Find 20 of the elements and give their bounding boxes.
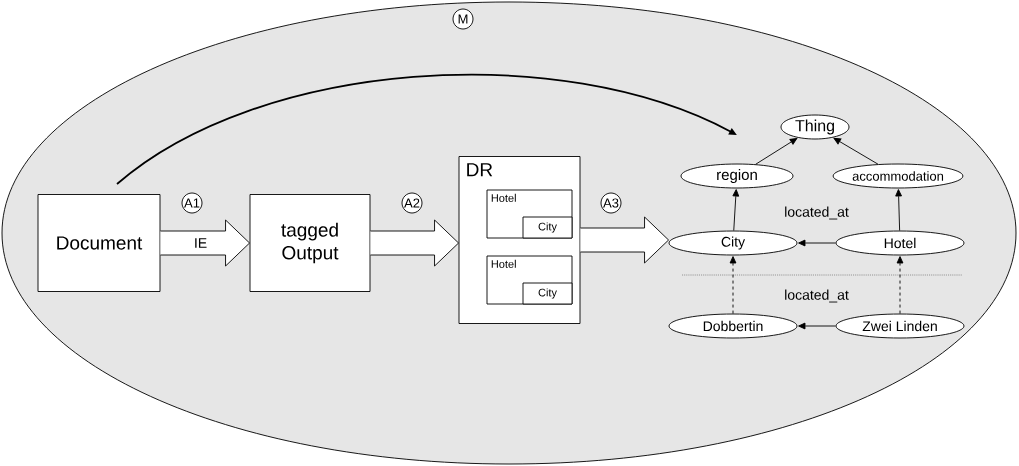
arrow [798, 239, 836, 247]
arrow [732, 189, 740, 231]
arrow [755, 137, 798, 165]
block-arrow [580, 216, 669, 264]
block-arrow [160, 219, 250, 267]
arrow [798, 322, 836, 330]
arrow [729, 256, 737, 314]
process-box: City [522, 216, 573, 239]
callout-label: A2 [401, 192, 423, 214]
arrow [833, 137, 879, 165]
process-box: Document [37, 194, 161, 292]
process-box: tagged Output [249, 194, 371, 292]
edge-label: IE [192, 237, 209, 249]
callout-label: A3 [600, 192, 622, 214]
callout-label: A1 [181, 192, 203, 214]
arrow [895, 189, 902, 231]
process-box: City [522, 282, 573, 305]
block-arrow [370, 219, 459, 267]
callout-label: M [452, 8, 474, 30]
arrow [896, 256, 904, 314]
